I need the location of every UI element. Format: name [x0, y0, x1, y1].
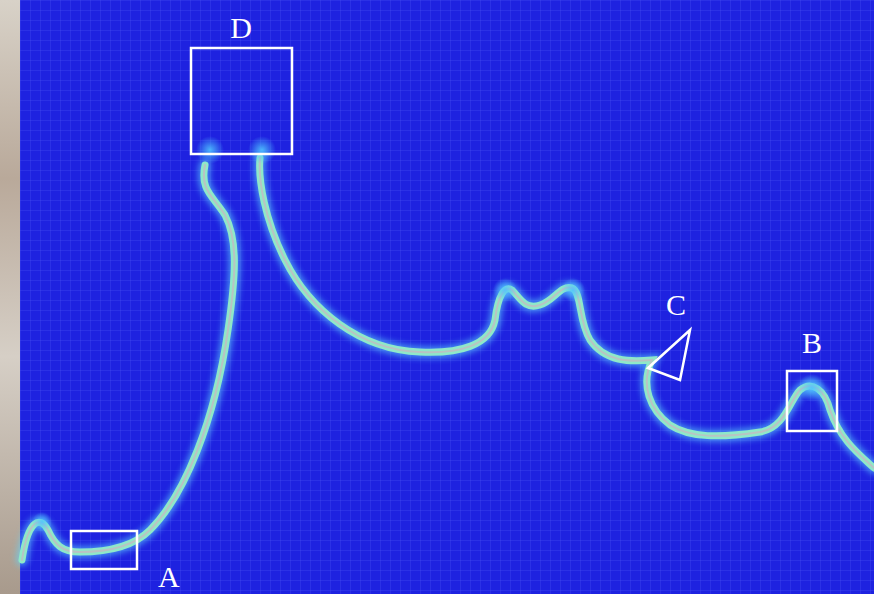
box-outline	[787, 371, 837, 431]
outline	[786, 370, 838, 432]
letter-label: D	[230, 13, 252, 43]
letter-label: C	[666, 290, 686, 320]
glow-spots	[32, 136, 826, 532]
triangle-outline	[648, 330, 690, 380]
letter-label: A	[158, 562, 180, 592]
photo-edge	[0, 0, 20, 594]
frame-box: D	[190, 47, 293, 155]
cable	[22, 158, 874, 560]
box-outline	[191, 48, 292, 154]
outline	[190, 47, 293, 155]
triangle-marker: C	[646, 328, 692, 382]
outline	[646, 328, 692, 382]
frame-box: B	[786, 370, 838, 432]
letter-label: B	[802, 328, 822, 358]
frame-box: A	[70, 530, 138, 570]
outline	[70, 530, 138, 570]
box-outline	[71, 531, 137, 569]
